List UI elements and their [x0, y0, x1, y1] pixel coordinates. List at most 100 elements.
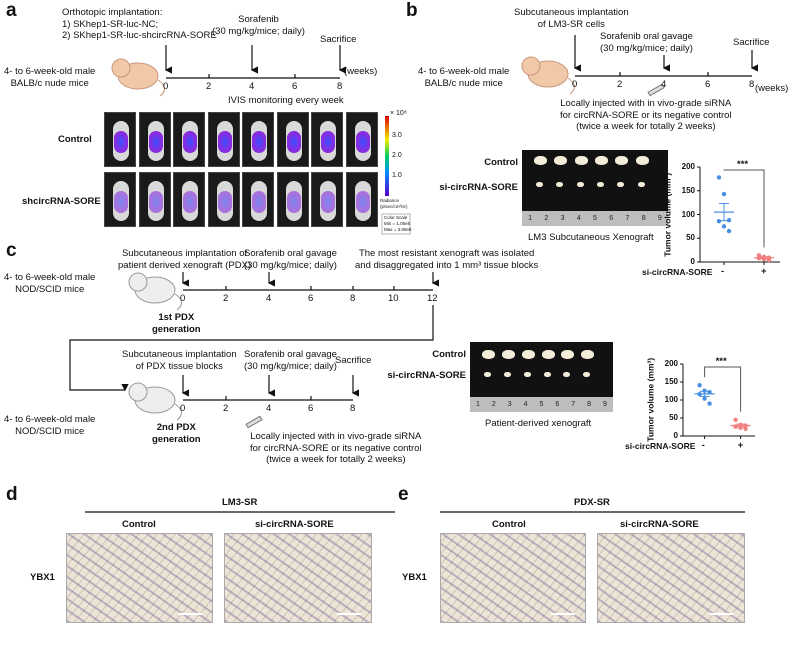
implant-text-a: Orthotopic implantation:1) SKhep1-SR-luc…	[62, 7, 217, 41]
tumor	[637, 182, 645, 188]
x-tick-label: -	[721, 266, 725, 277]
x-tick-label: -	[701, 440, 705, 451]
significance-label: ***	[737, 159, 749, 170]
tick: 6	[308, 403, 314, 414]
tumor	[617, 182, 625, 188]
data-point	[707, 401, 712, 406]
tumor	[597, 182, 605, 188]
ivis-image	[207, 112, 240, 167]
ihc-col-control: Control	[492, 519, 526, 530]
ihc-row-ybx1: YBX1	[402, 572, 427, 583]
ruler-mark: 9	[602, 401, 607, 408]
ivis-image	[242, 112, 274, 167]
data-point	[743, 426, 748, 431]
ihc-title-e: PDX-SR	[574, 497, 610, 508]
tick: 4	[266, 293, 272, 304]
ivis-image	[173, 172, 205, 227]
radiance-label: Radiance(p/sec/cm²/sr)	[380, 198, 408, 209]
ihc-col-si: si-circRNA-SORE	[620, 519, 699, 530]
tumor	[595, 156, 608, 166]
x-axis-label: si-circRNA-SORE	[642, 267, 713, 277]
y-tick-label: 0	[673, 431, 678, 440]
tick: 0	[180, 403, 186, 414]
significance-label: ***	[715, 356, 727, 367]
tick: 0	[180, 293, 186, 304]
tick: 12	[427, 293, 438, 304]
tumor	[583, 372, 591, 378]
tumor	[523, 372, 531, 378]
row-label-control: Control	[484, 157, 518, 168]
y-tick-label: 50	[669, 413, 678, 422]
ivis-image	[104, 112, 136, 167]
resistant-text: The most resistant xenograft was isolate…	[355, 248, 539, 271]
tumor	[561, 350, 575, 360]
unit-label: (weeks)	[755, 83, 789, 94]
y-tick-label: 150	[664, 377, 678, 386]
tumor	[536, 182, 544, 188]
y-tick-label: 0	[690, 257, 695, 266]
tick: 8	[749, 79, 755, 90]
tumor	[581, 350, 595, 360]
tumor	[635, 156, 649, 166]
tick: 2	[206, 81, 212, 92]
sacrifice-text-a: Sacrifice	[320, 34, 357, 45]
panel-label-d: d	[6, 484, 18, 505]
tick: 6	[308, 293, 314, 304]
tumor	[576, 182, 584, 188]
y-tick-label: 100	[664, 395, 678, 404]
tumor	[554, 156, 568, 166]
colorbar-exp: × 10⁸	[390, 110, 407, 117]
ivis-text: IVIS monitoring every week	[228, 95, 344, 106]
sacrifice-text-c: Sacrifice	[335, 355, 372, 366]
ihc-col-si: si-circRNA-SORE	[255, 519, 334, 530]
colorbar-tick: 2.0	[392, 152, 402, 159]
ivis-image	[138, 112, 171, 167]
caption-c: Patient-derived xenograft	[485, 418, 592, 429]
row-label-control: Control	[58, 134, 92, 145]
tick: 6	[705, 79, 711, 90]
tumor	[501, 350, 515, 360]
tumor	[484, 372, 492, 378]
tumor	[574, 156, 588, 166]
tick: 6	[292, 81, 298, 92]
tumor	[482, 350, 495, 360]
ivis-image	[276, 112, 309, 167]
tick: 4	[266, 403, 272, 414]
y-tick-label: 150	[681, 185, 695, 195]
ruler-mark: 5	[593, 215, 597, 222]
sorafenib-text-a: Sorafenib(30 mg/kg/mice; daily)	[212, 14, 305, 37]
row-label-sh: shcircRNA-SORE	[22, 196, 101, 207]
y-axis-label: Tumor volume (mm³)	[662, 172, 673, 257]
tick: 8	[350, 403, 356, 414]
ruler-mark: 8	[641, 215, 646, 222]
panel-label-a: a	[6, 0, 17, 21]
tick: 0	[163, 81, 169, 92]
ruler-mark: 7	[571, 401, 576, 408]
syringe-icon-b	[647, 83, 665, 97]
ivis-image	[311, 112, 343, 167]
y-tick-label: 200	[664, 359, 678, 368]
sorafenib-text-c2: Sorafenib oral gavage(30 mg/kg/mice; dai…	[244, 349, 337, 372]
y-tick-label: 100	[681, 209, 695, 219]
ruler-mark: 7	[625, 215, 630, 222]
tumor	[534, 156, 547, 166]
caption-b: LM3 Subcutaneous Xenograft	[528, 232, 654, 243]
data-point	[702, 396, 707, 401]
tick: 8	[350, 293, 356, 304]
panel-label-e: e	[398, 484, 409, 505]
panel-label-b: b	[406, 0, 418, 21]
y-tick-label: 200	[681, 162, 695, 171]
ihc-image-d-control	[66, 533, 213, 623]
tick: 10	[388, 293, 399, 304]
x-tick-label: +	[737, 440, 744, 451]
ihc-image-e-si	[597, 533, 745, 623]
tick: 2	[223, 403, 229, 414]
